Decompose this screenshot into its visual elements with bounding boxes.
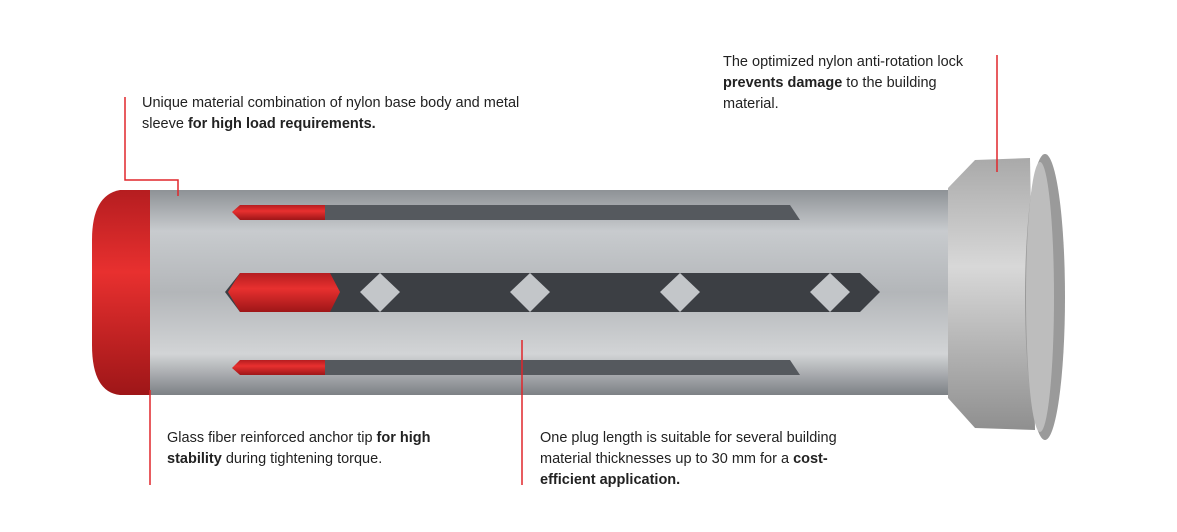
callout-bold: for high stability [167, 430, 431, 467]
callout-bold: cost-efficient application. [540, 451, 828, 488]
callout-text: Glass fiber reinforced anchor tip [167, 430, 377, 446]
callout-length: One plug length is suitable for several … [540, 428, 850, 491]
flange-face [1026, 162, 1054, 432]
slot-ribs [360, 273, 850, 312]
callout-material: Unique material combination of nylon bas… [142, 93, 532, 135]
callout-text: to the building material. [723, 75, 937, 112]
callout-bold: prevents damage [723, 75, 843, 91]
callout-tip: Glass fiber reinforced anchor tip for hi… [167, 428, 457, 470]
callout-bold: for high load requirements. [187, 116, 376, 132]
callout-lines [124, 55, 998, 485]
red-inner-tips [228, 205, 340, 375]
callout-anti-rotation: The optimized nylon anti-rotation lock p… [723, 52, 973, 115]
anti-rotation-collar [948, 158, 1035, 430]
anchor-tip [92, 190, 150, 395]
callout-text: during tightening torque. [221, 451, 383, 467]
callout-text: One plug length is suitable for several … [540, 430, 837, 467]
callout-text: The optimized nylon anti-rotation lock [723, 54, 964, 70]
callout-text: Unique material combination of nylon bas… [142, 95, 520, 132]
